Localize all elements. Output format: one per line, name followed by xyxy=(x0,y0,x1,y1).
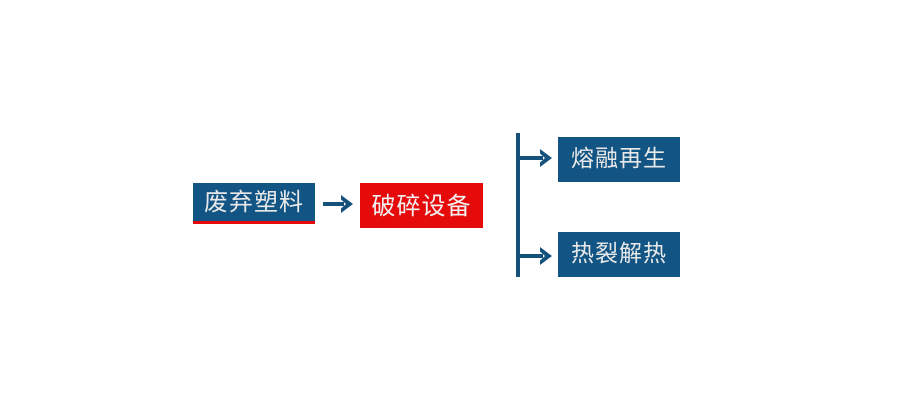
node-pyrolysis[interactable]: 热裂解热 xyxy=(558,232,680,277)
node-melt-regeneration-label: 熔融再生 xyxy=(571,146,667,172)
node-crushing-equipment-label: 破碎设备 xyxy=(371,191,472,220)
node-pyrolysis-label: 热裂解热 xyxy=(571,241,667,267)
node-waste-plastic-label: 废弃塑料 xyxy=(204,188,304,216)
node-melt-regeneration[interactable]: 熔融再生 xyxy=(558,137,680,182)
node-crushing-equipment[interactable]: 破碎设备 xyxy=(360,183,483,228)
node-waste-plastic[interactable]: 废弃塑料 xyxy=(193,183,315,224)
branch-split-connector-icon xyxy=(505,125,565,285)
arrow-right-icon xyxy=(322,190,356,218)
